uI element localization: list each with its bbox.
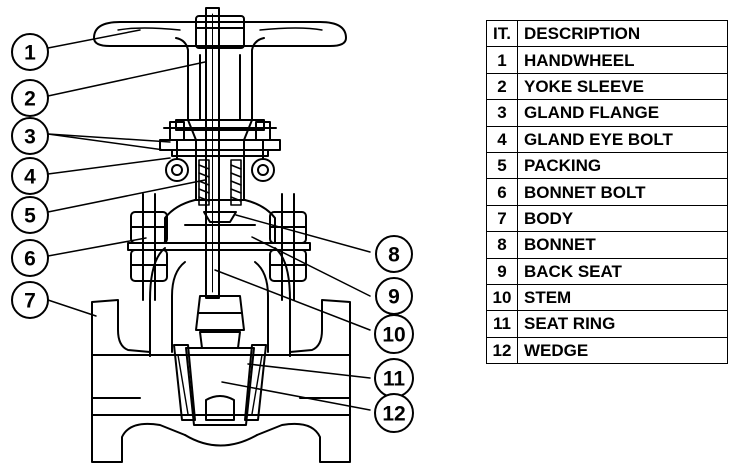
item-number: 10 (486, 283, 518, 312)
item-description: STEM (517, 283, 728, 312)
item-description: YOKE SLEEVE (517, 72, 728, 101)
svg-text:6: 6 (24, 248, 36, 271)
item-description: GLAND EYE BOLT (517, 125, 728, 153)
packing (198, 159, 242, 206)
item-description: GLAND FLANGE (517, 99, 728, 127)
callout-8: 8 (375, 235, 413, 273)
callout-10: 10 (374, 314, 414, 354)
item-number: 5 (486, 151, 518, 180)
handwheel (93, 15, 347, 49)
svg-text:8: 8 (388, 244, 400, 267)
callout-7: 7 (11, 281, 49, 319)
svg-text:10: 10 (382, 324, 405, 347)
item-number: 4 (486, 125, 518, 153)
item-number: 12 (486, 336, 518, 365)
svg-text:5: 5 (24, 205, 36, 228)
callout-9: 9 (375, 277, 413, 315)
item-number: 6 (486, 178, 518, 206)
wedge (185, 295, 255, 426)
callout-6: 6 (11, 239, 49, 277)
callout-3: 3 (11, 117, 49, 155)
item-number: 7 (486, 204, 518, 233)
callout-12: 12 (374, 393, 414, 433)
item-number: 1 (486, 46, 518, 74)
item-description: WEDGE (517, 336, 728, 365)
callout-11: 11 (374, 358, 414, 398)
back-seat (203, 211, 237, 223)
bonnet-bolts (130, 193, 307, 301)
item-number: 9 (486, 257, 518, 285)
item-description: BODY (517, 204, 728, 233)
header-description: DESCRIPTION (517, 19, 728, 48)
svg-text:1: 1 (24, 42, 36, 65)
item-description: PACKING (517, 151, 728, 180)
svg-text:2: 2 (24, 88, 36, 111)
svg-text:7: 7 (24, 290, 36, 313)
gland-eye-bolts (165, 139, 275, 182)
gate-valve-cross-section: 1 2 3 4 5 6 7 8 (11, 7, 414, 463)
item-number: 2 (486, 72, 518, 101)
valve-body (91, 247, 351, 463)
item-description: SEAT RING (517, 310, 728, 338)
svg-text:4: 4 (24, 166, 36, 189)
header-item-number: IT. (486, 19, 518, 48)
table-header-row: IT. DESCRIPTION (486, 19, 728, 48)
stem (205, 7, 220, 299)
callout-4: 4 (11, 157, 49, 195)
callout-1: 1 (11, 33, 49, 71)
callouts: 1 2 3 4 5 6 7 8 (11, 33, 414, 433)
item-description: BONNET (517, 231, 728, 259)
callout-2: 2 (11, 79, 49, 117)
callout-5: 5 (11, 196, 49, 234)
item-number: 3 (486, 99, 518, 127)
svg-text:9: 9 (388, 286, 400, 309)
item-description: HANDWHEEL (517, 46, 728, 74)
item-number: 11 (486, 310, 518, 338)
item-description: BACK SEAT (517, 257, 728, 285)
svg-text:11: 11 (383, 368, 406, 391)
item-description: BONNET BOLT (517, 178, 728, 206)
svg-text:3: 3 (24, 126, 36, 149)
item-number: 8 (486, 231, 518, 259)
svg-text:12: 12 (382, 403, 405, 426)
leader-lines (47, 29, 371, 411)
